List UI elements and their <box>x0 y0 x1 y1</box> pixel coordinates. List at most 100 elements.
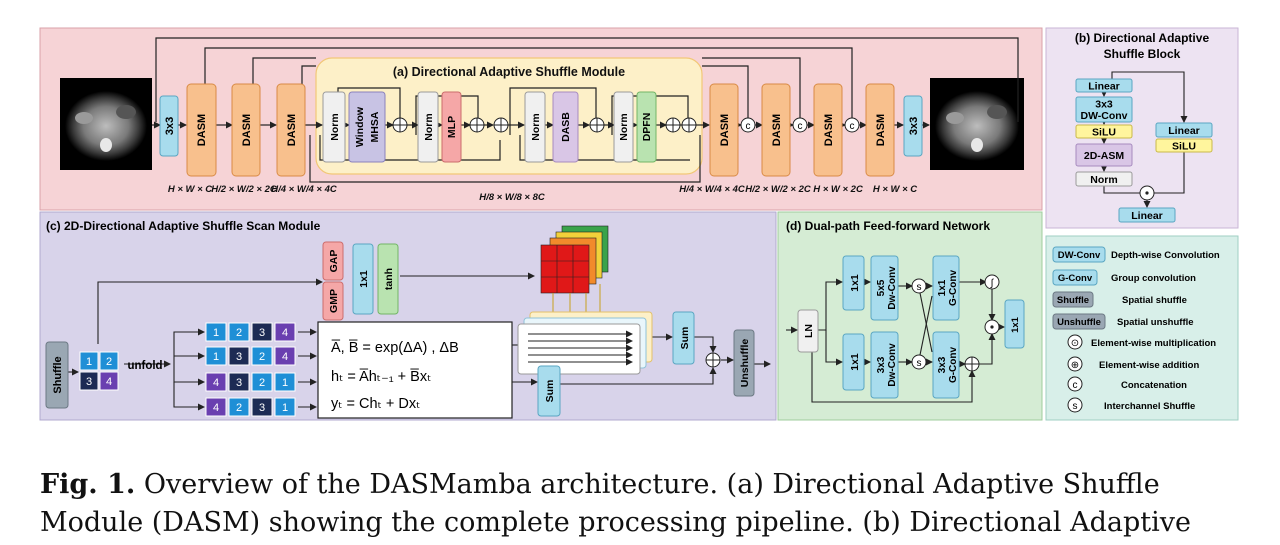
norm-block-3: Norm <box>524 91 546 163</box>
svg-text:1x1: 1x1 <box>849 353 861 371</box>
c-conv1x1-block: 1x1 <box>352 243 374 315</box>
b-norm-block: Norm <box>1075 171 1133 187</box>
legend-symbol: ⊕ <box>1071 360 1079 371</box>
svg-text:4: 4 <box>106 376 112 388</box>
scan-cell <box>205 372 227 392</box>
legend-symbol: Shuffle <box>1057 295 1089 306</box>
svg-text:DW-Conv: DW-Conv <box>1080 110 1127 122</box>
svg-text:Dw-Conv: Dw-Conv <box>887 266 898 310</box>
svg-text:GAP: GAP <box>328 250 340 273</box>
scan-cell-label: 1 <box>282 377 288 389</box>
svg-text:MHSA: MHSA <box>369 111 381 142</box>
architecture-figure: (a) Directional Adaptive Shuffle Module <box>39 27 1239 421</box>
scan-cell-label: 1 <box>282 402 288 414</box>
conv-out-block: 3x3 <box>903 95 923 157</box>
scan-cell-label: 3 <box>236 351 242 363</box>
scan-cell-label: 1 <box>213 351 219 363</box>
legend-symbol-box <box>1052 291 1094 308</box>
dim-label-2: H/2 × W/2 × 2C <box>211 184 277 195</box>
window-mhsa-block: Window MHSA <box>348 91 386 163</box>
svg-text:2D-ASM: 2D-ASM <box>1084 150 1125 162</box>
scan-cell <box>251 322 273 342</box>
c-sum-block-top: Sum <box>672 311 695 365</box>
d-gconv3-block: 3x3 G-Conv <box>932 331 960 399</box>
norm-block-1: Norm <box>322 91 346 163</box>
add-node-1 <box>392 117 408 133</box>
svg-text:G-Conv: G-Conv <box>948 270 959 307</box>
svg-text:MLP: MLP <box>446 116 458 138</box>
svg-text:s: s <box>917 358 922 369</box>
mlp-block: MLP <box>441 91 462 163</box>
d-out1x1-block: 1x1 <box>1004 299 1025 349</box>
conv-in-block: 3x3 <box>159 95 179 157</box>
scan-cell <box>228 322 250 342</box>
concat-node-2: c <box>792 117 808 133</box>
svg-text:1x1: 1x1 <box>358 270 370 288</box>
legend-symbol: DW-Conv <box>1058 250 1101 261</box>
scan-cell <box>228 372 250 392</box>
b-silu-right-block: SiLU <box>1155 138 1213 153</box>
b-asm2d-block: 2D-ASM <box>1075 143 1133 167</box>
dim-label-6: H/2 × W/2 × 2C <box>745 184 811 195</box>
d-shuffle-node-top: s <box>911 278 927 294</box>
dasm-block-3: DASM <box>276 83 306 177</box>
svg-text:DASM: DASM <box>771 114 783 146</box>
scan-cell <box>205 346 227 366</box>
concat-node-1: c <box>740 117 756 133</box>
svg-text:DASB: DASB <box>560 112 572 142</box>
legend-item-1: DW-Conv Depth-wise Convolution <box>1052 246 1220 263</box>
svg-text:DASM: DASM <box>286 114 298 146</box>
dim-label-7: H × W × 2C <box>813 184 863 195</box>
concat-node-3: c <box>844 117 860 133</box>
legend-symbol-circle <box>1067 376 1083 392</box>
panel-b-title-line1: (b) Directional Adaptive <box>1075 31 1210 45</box>
svg-text:Norm: Norm <box>530 113 542 140</box>
svg-text:DASM: DASM <box>823 114 835 146</box>
figure-caption-text2: Module (DASM) showing the complete proce… <box>40 507 1191 538</box>
scan-cell-label: 4 <box>282 327 288 339</box>
svg-text:Dw-Conv: Dw-Conv <box>887 343 898 387</box>
legend-symbol-box <box>1052 269 1098 286</box>
scan-cell <box>274 346 296 366</box>
panel-c-background <box>39 211 777 421</box>
panel-a-inner-module <box>315 57 703 175</box>
legend-symbol: G-Conv <box>1058 273 1093 284</box>
figure-caption-text1: Overview of the DASMamba architecture. (… <box>135 469 1160 500</box>
legend-text: Spatial shuffle <box>1122 295 1187 306</box>
legend-text: Depth-wise Convolution <box>1111 250 1220 261</box>
b-multiply-node <box>1139 185 1155 201</box>
d-conv1x1-bottom: 1x1 <box>842 333 865 391</box>
c-weight-maps <box>540 225 609 294</box>
c-unfold-label: unfold <box>127 360 162 372</box>
svg-text:GMP: GMP <box>328 289 340 313</box>
legend-symbol-circle <box>1067 334 1083 350</box>
legend-symbol-box <box>1052 313 1106 330</box>
legend-symbol: ⊙ <box>1071 338 1079 349</box>
scan-cell <box>274 322 296 342</box>
scan-cell <box>274 397 296 417</box>
d-shuffle-node-bottom: s <box>911 354 927 370</box>
norm-block-2: Norm <box>417 91 439 163</box>
svg-text:DASM: DASM <box>196 114 208 146</box>
svg-text:DPFN: DPFN <box>641 113 653 142</box>
svg-text:1x1: 1x1 <box>849 274 861 292</box>
svg-text:3x3: 3x3 <box>908 117 920 135</box>
c-input-grid: 1 2 3 4 <box>79 351 119 391</box>
svg-text:3x3: 3x3 <box>164 117 176 135</box>
svg-text:yₜ = Chₜ + Dxₜ: yₜ = Chₜ + Dxₜ <box>331 396 420 412</box>
svg-text:1x1: 1x1 <box>937 279 948 296</box>
legend-symbol-box <box>1052 246 1106 263</box>
dim-label-3: H/4 × W/4 × 4C <box>271 184 337 195</box>
svg-text:G-Conv: G-Conv <box>948 347 959 384</box>
ct-input-image <box>60 78 152 170</box>
svg-text:Norm: Norm <box>1090 174 1117 186</box>
scan-cell <box>251 397 273 417</box>
figure-caption-label: Fig. 1. <box>40 469 136 500</box>
b-linear-right-block: Linear <box>1155 122 1213 138</box>
svg-text:Linear: Linear <box>1168 125 1200 137</box>
legend-symbol: Unshuffle <box>1057 317 1101 328</box>
